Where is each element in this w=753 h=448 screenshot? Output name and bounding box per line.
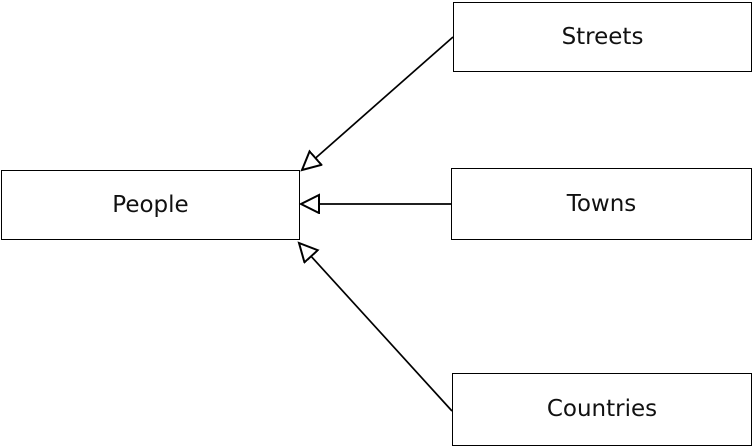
node-streets[interactable]: Streets — [453, 2, 752, 72]
node-people-label: People — [112, 191, 189, 218]
node-streets-label: Streets — [561, 23, 644, 50]
node-towns-label: Towns — [566, 190, 637, 217]
node-people[interactable]: People — [1, 170, 300, 240]
edge-streets-to-people — [302, 36, 454, 170]
node-countries-label: Countries — [546, 396, 658, 422]
edge-countries-to-people — [299, 243, 453, 412]
node-countries[interactable]: Countries — [452, 373, 752, 446]
node-towns[interactable]: Towns — [451, 168, 752, 240]
